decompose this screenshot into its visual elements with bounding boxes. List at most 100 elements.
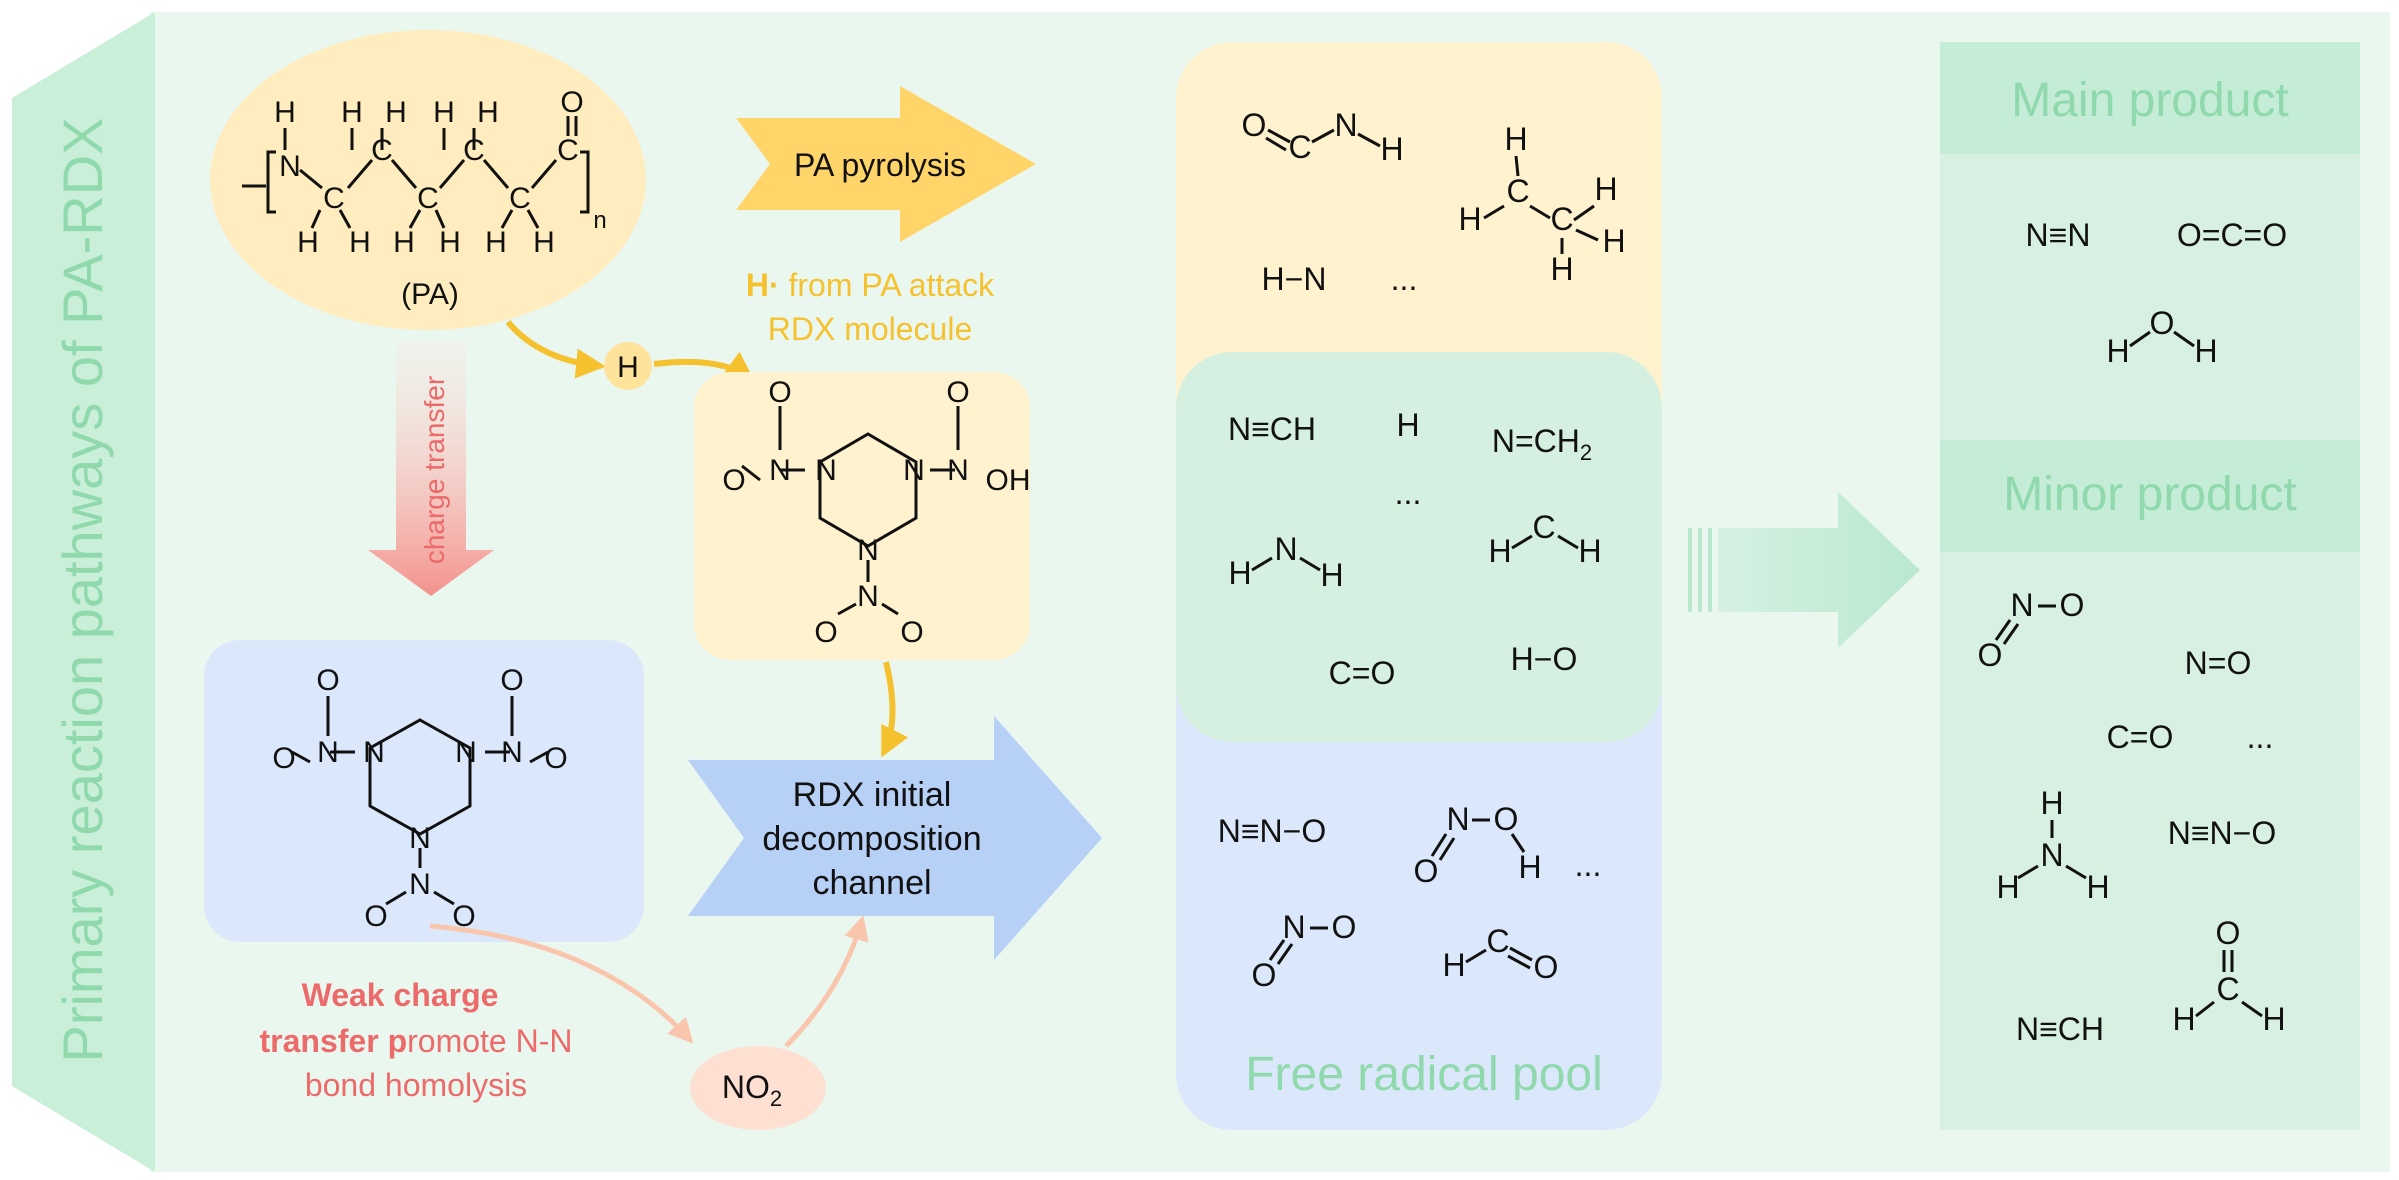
pool-ch2-h: H xyxy=(1488,533,1511,569)
pool-hono-n: N xyxy=(1446,801,1469,837)
no2-to-channel-arrow xyxy=(784,915,869,1048)
h-attack-label-line2: RDX molecule xyxy=(768,311,973,347)
no2-label: NO2 xyxy=(722,1069,782,1111)
side-band xyxy=(12,12,155,1172)
pool-ethane-h: H xyxy=(1550,251,1573,287)
minor-co: C=O xyxy=(2107,719,2174,755)
rdx-h-n-atom: N xyxy=(857,534,879,567)
pa-n-atom: N xyxy=(279,150,301,183)
rdx-h-n-atom: N xyxy=(815,454,837,487)
minor-n2o: N≡N−O xyxy=(2168,815,2276,851)
rdx-h-oh-group: OH xyxy=(986,464,1031,497)
pool-nh2-n: N xyxy=(1274,531,1297,567)
pool-green-dots: ... xyxy=(1395,475,1422,511)
pool-formamide-o: O xyxy=(1242,107,1267,143)
pa-h-atom: H xyxy=(477,96,499,129)
pool-hco-c: C xyxy=(1486,923,1509,959)
pa-h-atom: H xyxy=(393,226,415,259)
minor-hcn: N≡CH xyxy=(2016,1011,2104,1047)
minor-nh3-h: H xyxy=(2040,785,2063,821)
pa-h-atom: H xyxy=(385,96,407,129)
h-attack-label-line1: H· from PA attack xyxy=(746,267,995,303)
rdx-o-atom: O xyxy=(544,742,567,775)
pa-c-atom: C xyxy=(463,134,485,167)
pool-yellow-dots: ... xyxy=(1391,261,1418,297)
minor-no2-o: O xyxy=(2060,587,2085,623)
pool-hco-h: H xyxy=(1442,947,1465,983)
pool-green-box xyxy=(1176,352,1662,742)
h-node xyxy=(604,342,652,390)
pool-nch2: N=CH2 xyxy=(1492,423,1592,465)
minor-nh3-n: N xyxy=(2040,837,2063,873)
rdx-o-atom: O xyxy=(364,900,387,933)
main-product-n2: N≡N xyxy=(2026,217,2091,253)
rdx-h-o-atom: O xyxy=(814,616,837,649)
rdx-n-atom: N xyxy=(409,822,431,855)
minor-hcho-h: H xyxy=(2172,1001,2195,1037)
minor-no2-n: N xyxy=(2010,587,2033,623)
charge-transfer-label: charge transfer xyxy=(419,376,450,564)
rdx-o-atom: O xyxy=(272,742,295,775)
minor-nh3-h: H xyxy=(2086,869,2109,905)
pool-formamide-n: N xyxy=(1334,107,1357,143)
pa-h-atom: H xyxy=(341,96,363,129)
pool-title: Free radical pool xyxy=(1245,1048,1603,1101)
no2-ellipse xyxy=(690,1046,826,1130)
h-node-label: H xyxy=(617,351,639,384)
rdx-o-atom: O xyxy=(316,664,339,697)
rdx-channel-arrow xyxy=(688,716,1102,960)
rdx-h-n-atom: N xyxy=(903,454,925,487)
minor-no2-o: O xyxy=(1978,637,2003,673)
rdx-channel-label: channel xyxy=(812,864,931,902)
rdx-h-o-atom: O xyxy=(768,376,791,409)
pool-blue-box xyxy=(1176,640,1662,1130)
pool-co: C=O xyxy=(1329,655,1396,691)
pool-hono-o: O xyxy=(1494,801,1519,837)
rdx-to-no2-arrow xyxy=(429,923,694,1044)
pa-h-atom: H xyxy=(349,226,371,259)
pool-no2-o: O xyxy=(1252,957,1277,993)
pool-ethane-h: H xyxy=(1602,223,1625,259)
pool-no2-o: O xyxy=(1332,909,1357,945)
pool-formamide-h: H xyxy=(1380,131,1403,167)
pa-subscript: n xyxy=(593,207,606,234)
rdx-box xyxy=(204,640,644,942)
rdx-n-atom: N xyxy=(363,736,385,769)
pool-hco-o: O xyxy=(1534,949,1559,985)
pa-c-atom: C xyxy=(509,182,531,215)
main-product-header xyxy=(1940,42,2360,154)
pool-nh2-h: H xyxy=(1320,557,1343,593)
rdx-h-n-atom: N xyxy=(857,580,879,613)
rdx-h-n-atom: N xyxy=(769,454,791,487)
pa-c-atom: C xyxy=(417,182,439,215)
rdx-n-atom: N xyxy=(455,736,477,769)
rdx-n-atom: N xyxy=(501,736,523,769)
weak-charge-line3: bond homolysis xyxy=(305,1067,527,1103)
pool-ch2-h: H xyxy=(1578,533,1601,569)
pa-o-atom: O xyxy=(560,86,583,119)
pool-ho: H−O xyxy=(1511,641,1578,677)
pool-ch2-c: C xyxy=(1532,509,1555,545)
rdx-n-atom: N xyxy=(409,868,431,901)
pool-blue-bonds xyxy=(1268,818,1533,970)
pa-structure xyxy=(242,116,590,229)
pa-label: (PA) xyxy=(401,278,459,311)
pool-hcn: N≡CH xyxy=(1228,411,1316,447)
rdx-h-o-atom: O xyxy=(946,376,969,409)
weak-charge-line2: transfer promote N-N xyxy=(260,1023,573,1059)
rdx-o-atom: O xyxy=(500,664,523,697)
main-product-title: Main product xyxy=(2011,74,2288,127)
minor-product-title: Minor product xyxy=(2003,468,2296,521)
main-product-h2o-h: H xyxy=(2194,333,2217,369)
pool-formamide-c: C xyxy=(1288,129,1311,165)
main-product-h2o-o: O xyxy=(2150,305,2175,341)
pool-ethane-h: H xyxy=(1504,121,1527,157)
pa-ellipse xyxy=(210,30,646,330)
pool-h: H xyxy=(1396,407,1419,443)
pool-ethane-c: C xyxy=(1550,201,1573,237)
rdx-h-o-atom: O xyxy=(722,464,745,497)
minor-nh3-h: H xyxy=(1996,869,2019,905)
main-product-bonds xyxy=(2129,330,2195,348)
minor-hcho-o: O xyxy=(2216,915,2241,951)
